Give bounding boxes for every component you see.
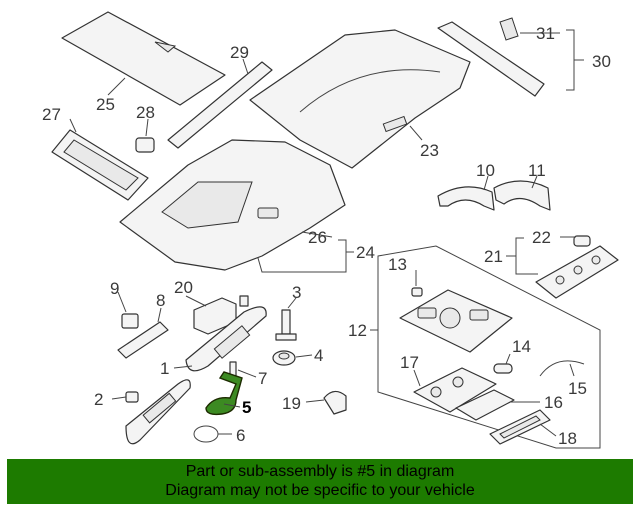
- callout-29: 29: [230, 43, 249, 62]
- callout-5: 5: [242, 398, 251, 417]
- part-23-headliner-upper: [249, 29, 471, 169]
- part-14-bulb: [493, 363, 513, 374]
- banner-line-1: Part or sub-assembly is #5 in diagram: [185, 463, 455, 480]
- part-16-lens: [455, 389, 515, 421]
- callout-7: 7: [258, 369, 267, 388]
- callout-3: 3: [292, 283, 301, 302]
- part-11-grab-handle: [493, 180, 551, 211]
- callout-12: 12: [348, 321, 367, 340]
- exploded-parts-diagram: 25 27 28 29 23 31 30 10 11 22 21 26 24 1…: [42, 11, 619, 449]
- callout-28: 28: [136, 103, 155, 122]
- callout-31: 31: [536, 24, 555, 43]
- callout-17: 17: [400, 353, 419, 372]
- part-21-lamp-bracket: [535, 235, 619, 299]
- part-28-clip: [135, 137, 155, 153]
- part-27-glass-frame: [51, 129, 149, 201]
- banner-line-2: Diagram may not be specific to your vehi…: [165, 482, 475, 499]
- callout-22: 22: [532, 228, 551, 247]
- callout-25: 25: [96, 95, 115, 114]
- part-8-strip: [117, 321, 169, 359]
- callout-20: 20: [174, 278, 193, 297]
- part-25-sunroof-panel: [61, 11, 226, 106]
- part-4-grommet: [272, 350, 296, 366]
- part-12-group-outline: [377, 245, 601, 449]
- callout-14: 14: [512, 337, 531, 356]
- part-13-bulb: [411, 287, 423, 297]
- callout-26: 26: [308, 228, 327, 247]
- callout-1: 1: [160, 359, 169, 378]
- part-1-sun-visor-lower: [125, 379, 191, 445]
- callout-30: 30: [592, 52, 611, 71]
- leader-lines: [69, 29, 584, 437]
- callout-13: 13: [388, 255, 407, 274]
- part-6-ring: [193, 425, 219, 443]
- part-3-screw: [275, 309, 297, 341]
- callout-24: 24: [356, 243, 375, 262]
- part-17-lens-panel: [413, 367, 497, 413]
- callout-16: 16: [544, 393, 563, 412]
- callout-10: 10: [476, 161, 495, 180]
- callout-19: 19: [282, 394, 301, 413]
- part-9-clip: [121, 313, 139, 329]
- part-30-roof-rail: [437, 17, 545, 97]
- part-25-notch: [154, 41, 177, 53]
- part-10-grab-handle: [437, 186, 495, 211]
- part-12-console-housing: [399, 289, 513, 353]
- part-29-trim-strip: [167, 61, 273, 149]
- callout-23: 23: [420, 141, 439, 160]
- callout-21: 21: [484, 247, 503, 266]
- callout-11: 11: [528, 161, 546, 180]
- callout-2: 2: [94, 390, 103, 409]
- part-5-visor-bracket-highlighted: [205, 371, 243, 416]
- part-18-lamp-assembly: [489, 409, 551, 445]
- callout-15: 15: [568, 379, 587, 398]
- callout-18: 18: [558, 429, 577, 448]
- part-2-clip: [125, 391, 139, 403]
- callout-27: 27: [42, 105, 61, 124]
- callout-6: 6: [236, 426, 245, 445]
- callout-4: 4: [314, 346, 323, 365]
- notice-banner: Part or sub-assembly is #5 in diagram Di…: [7, 459, 633, 504]
- part-19-bracket: [323, 390, 347, 415]
- part-15-wire-harness: [539, 360, 585, 377]
- callout-8: 8: [156, 291, 165, 310]
- callout-9: 9: [110, 279, 119, 298]
- part-24-headliner-lower: [119, 139, 346, 271]
- part-1-sun-visor: [185, 295, 267, 372]
